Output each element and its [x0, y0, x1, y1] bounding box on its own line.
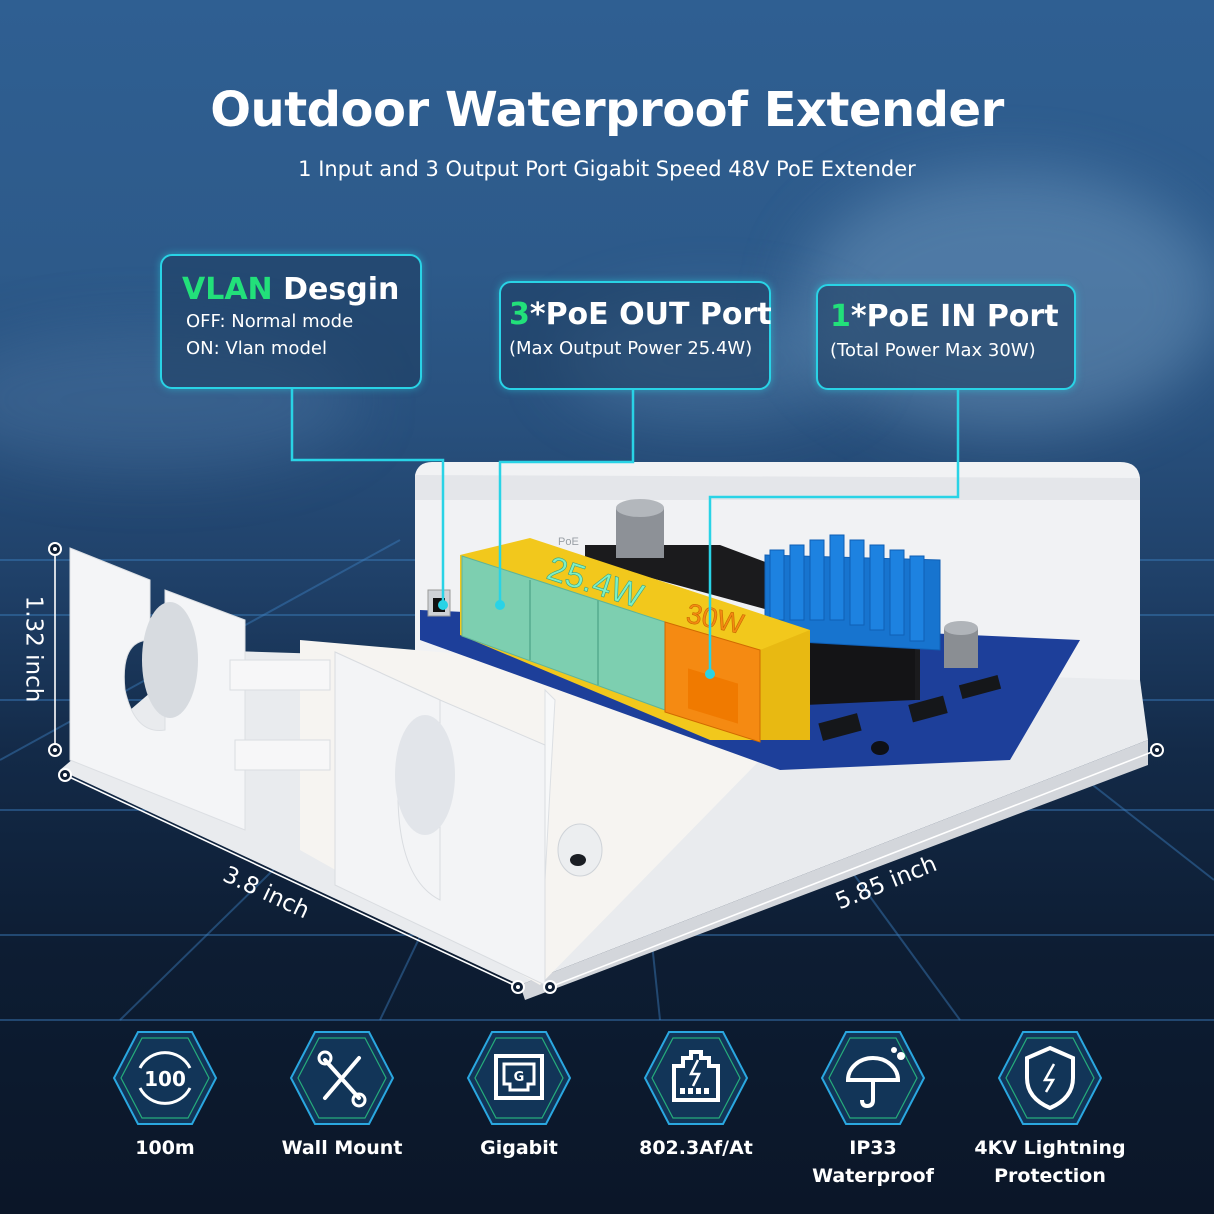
callout-poe-in: 1*PoE IN Port (Total Power Max 30W) — [816, 284, 1076, 390]
feature-label: 802.3Af/At — [639, 1137, 753, 1159]
gigabit-port-icon: G — [466, 1031, 572, 1125]
page-subtitle: 1 Input and 3 Output Port Gigabit Speed … — [298, 157, 916, 181]
callout-poe-out: 3*PoE OUT Port (Max Output Power 25.4W) — [499, 281, 772, 390]
feature-100m: 100 100m — [80, 1028, 250, 1162]
svg-text:G: G — [514, 1070, 525, 1085]
vlan-on-text: ON: Vlan model — [186, 338, 327, 359]
callout-vlan-design: VLAN Desgin OFF: Normal mode ON: Vlan mo… — [160, 254, 422, 389]
vlan-off-text: OFF: Normal mode — [186, 311, 354, 332]
capacitor — [616, 499, 978, 668]
feature-label: Wall Mount — [281, 1137, 403, 1159]
callout-heading: VLAN Desgin — [182, 272, 400, 307]
feature-poe-standard: 802.3Af/At — [611, 1028, 781, 1162]
poe-in-detail: (Total Power Max 30W) — [830, 340, 1036, 361]
feature-label: 100m — [135, 1137, 195, 1159]
poe-port-lightning-icon — [643, 1031, 749, 1125]
heatsink — [764, 534, 941, 651]
dimension-height-label: 1.32 inch — [20, 595, 47, 703]
svg-text:100: 100 — [144, 1067, 186, 1091]
dimension-lines — [54, 549, 1158, 988]
umbrella-icon — [820, 1031, 926, 1125]
callout-accent: 1 — [830, 299, 851, 334]
callout-heading: 3*PoE OUT Port — [509, 297, 772, 332]
enclosure — [60, 462, 1148, 1000]
page-title: Outdoor Waterproof Extender — [210, 82, 1004, 138]
callout-accent: 3 — [509, 297, 530, 332]
poe-port-block — [460, 538, 810, 743]
callout-accent: VLAN — [182, 272, 273, 307]
ic-chip — [818, 675, 1002, 741]
callout-leader-lines — [290, 388, 960, 674]
feature-gigabit: G Gigabit — [434, 1028, 604, 1162]
port-tag-label: PoE — [558, 536, 579, 548]
distance-100-icon: 100 — [112, 1031, 218, 1125]
callout-heading: 1*PoE IN Port — [830, 299, 1059, 334]
wrench-screwdriver-icon — [289, 1031, 395, 1125]
feature-label: Gigabit — [480, 1137, 558, 1159]
shield-lightning-icon — [997, 1031, 1103, 1125]
poe-out-detail: (Max Output Power 25.4W) — [509, 338, 753, 359]
feature-wall-mount: Wall Mount — [257, 1028, 427, 1162]
